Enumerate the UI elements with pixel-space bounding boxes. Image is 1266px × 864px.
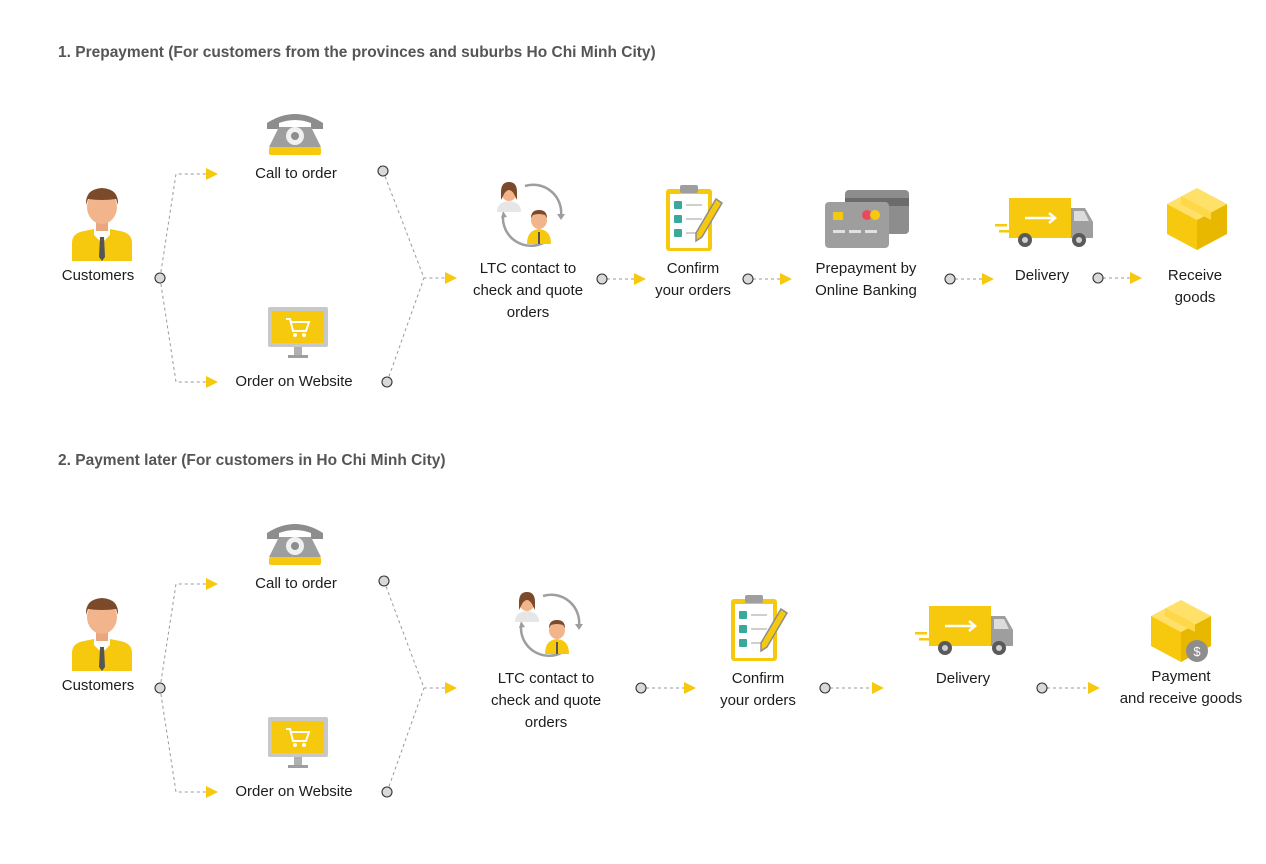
call-to-order-label-2: Call to order bbox=[255, 575, 337, 592]
order-website-label-1: Order on Website bbox=[235, 373, 353, 390]
package-payment-icon: $ bbox=[1151, 600, 1211, 662]
package-box-icon bbox=[1167, 188, 1227, 250]
order-website-label-2: Order on Website bbox=[235, 783, 353, 800]
call-to-order-label-1: Call to order bbox=[255, 165, 337, 182]
node-website-1 bbox=[381, 376, 393, 388]
section-1-title: 1. Prepayment (For customers from the pr… bbox=[58, 44, 656, 61]
delivery-label-1: Delivery bbox=[1014, 267, 1070, 284]
customer-icon bbox=[72, 188, 132, 261]
clipboard-checklist-icon bbox=[730, 594, 788, 662]
svg-text:$: $ bbox=[1193, 644, 1201, 659]
node-website-2 bbox=[381, 786, 393, 798]
node-customers-1 bbox=[154, 272, 166, 284]
credit-card-icon bbox=[825, 190, 909, 248]
telephone-icon bbox=[267, 524, 323, 565]
shopping-cart-monitor-icon bbox=[267, 716, 329, 769]
node-call-1 bbox=[377, 165, 389, 177]
delivery-label-2: Delivery bbox=[935, 670, 991, 687]
contact-persons-icon bbox=[513, 590, 585, 658]
customers-label-2: Customers bbox=[61, 677, 135, 694]
shopping-cart-monitor-icon bbox=[267, 306, 329, 359]
node-delivery-2 bbox=[1036, 682, 1048, 694]
node-call-2 bbox=[378, 575, 390, 587]
section-2-connectors bbox=[159, 578, 1100, 798]
contact-persons-icon bbox=[495, 180, 567, 248]
customers-label-1: Customers bbox=[61, 267, 135, 284]
delivery-truck-icon bbox=[913, 604, 1015, 657]
customer-icon bbox=[72, 598, 132, 671]
section-2-title: 2. Payment later (For customers in Ho Ch… bbox=[58, 452, 446, 469]
telephone-icon bbox=[267, 114, 323, 155]
node-customers-2 bbox=[154, 682, 166, 694]
node-confirm-1 bbox=[742, 273, 754, 285]
node-contact-2 bbox=[635, 682, 647, 694]
node-contact-1 bbox=[596, 273, 608, 285]
clipboard-checklist-icon bbox=[665, 184, 723, 252]
node-delivery-1 bbox=[1092, 272, 1104, 284]
section-1-connectors bbox=[159, 168, 1142, 388]
delivery-truck-icon bbox=[993, 196, 1095, 249]
node-confirm-2 bbox=[819, 682, 831, 694]
node-prepay-1 bbox=[944, 273, 956, 285]
